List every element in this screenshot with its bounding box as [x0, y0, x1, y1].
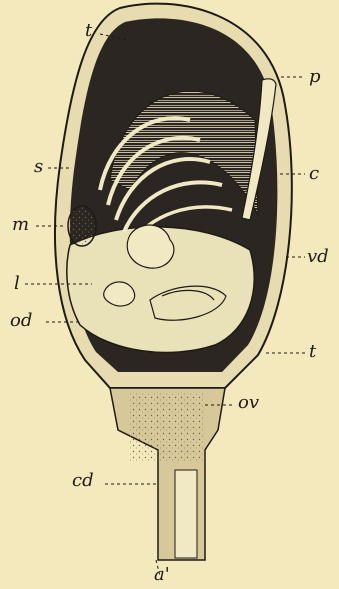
muscle-m	[68, 206, 96, 246]
label-c: c	[309, 165, 319, 183]
label-m: m	[12, 216, 29, 234]
label-od: od	[10, 312, 32, 330]
label-t-top: t	[85, 22, 92, 40]
label-p: p	[309, 68, 321, 86]
stalk-stipple	[130, 392, 205, 462]
label-vd: vd	[307, 248, 329, 266]
label-t-bottom: t	[309, 343, 316, 361]
label-ov: ov	[238, 394, 259, 412]
label-a-prime: a'	[154, 566, 170, 584]
label-cd: cd	[72, 472, 94, 490]
label-s: s	[34, 158, 43, 176]
stalk-channel	[175, 470, 197, 558]
label-l: l	[14, 275, 20, 293]
